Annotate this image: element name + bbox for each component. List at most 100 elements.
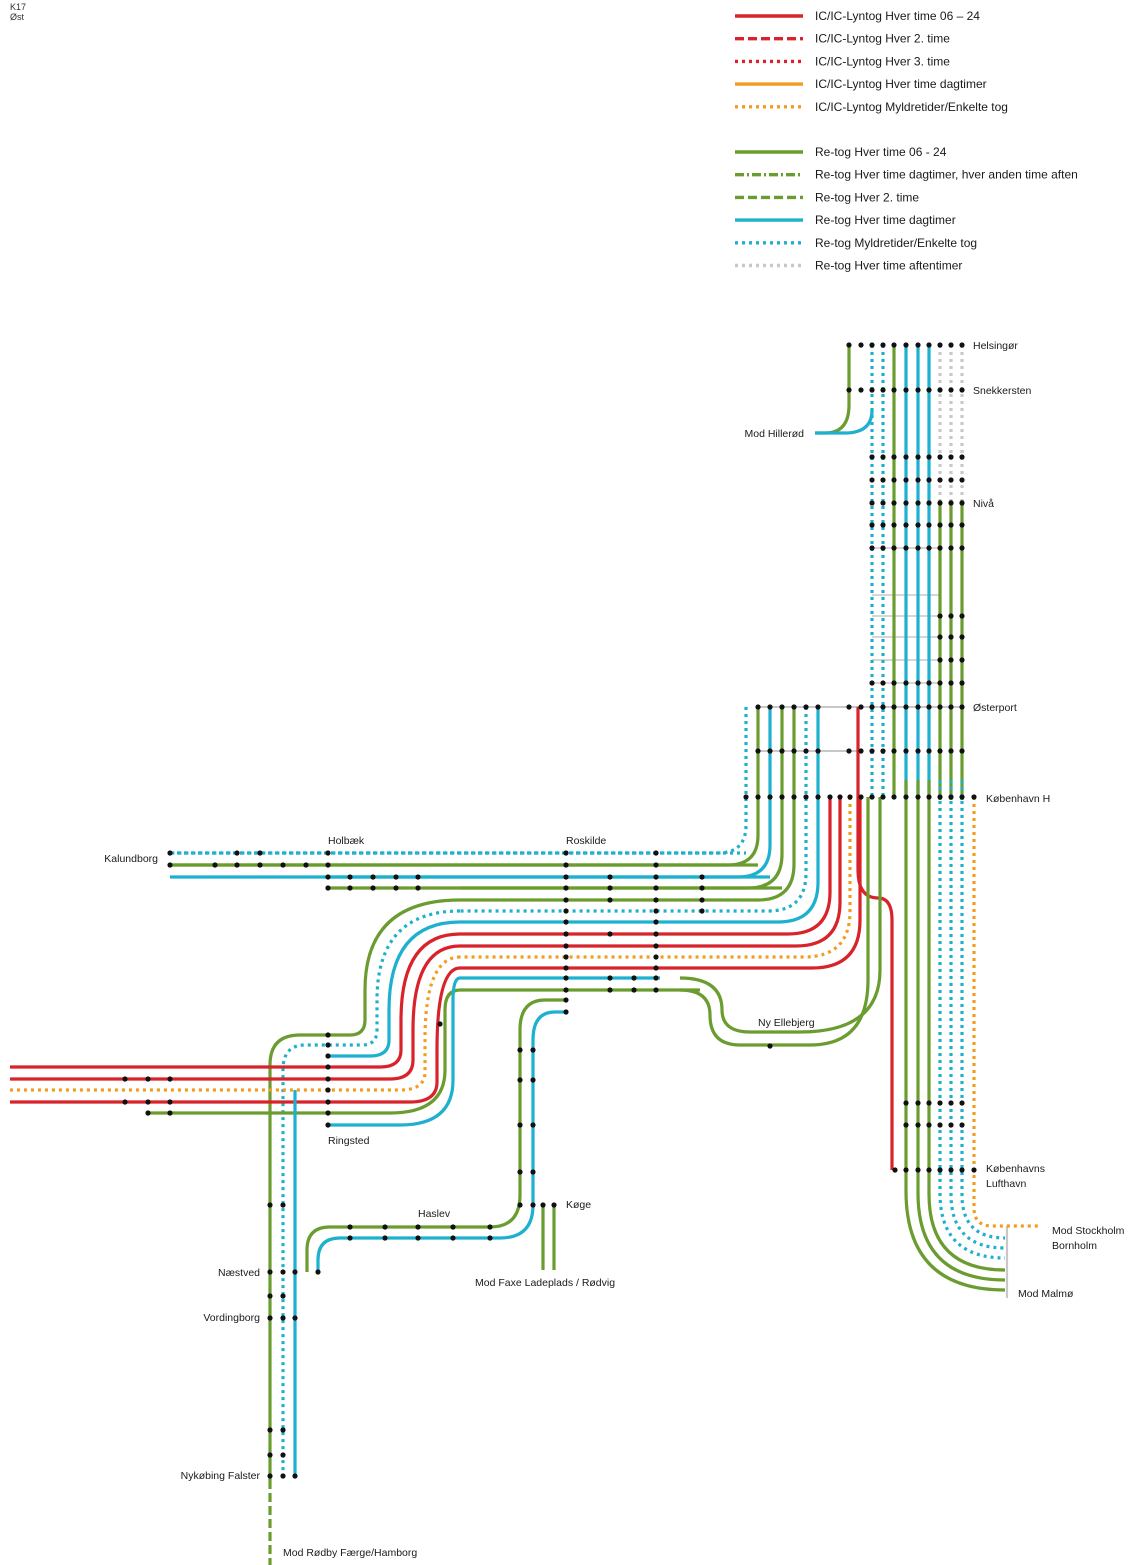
stop-dot	[292, 1315, 298, 1321]
stop-dot	[926, 454, 932, 460]
station-snekkersten[interactable]: Snekkersten	[973, 385, 1032, 397]
stop-dot	[607, 931, 613, 937]
station-nykobing[interactable]: Nykøbing Falster	[181, 1470, 261, 1482]
stop-dot	[280, 1427, 286, 1433]
station-holbaek[interactable]: Holbæk	[328, 835, 365, 847]
route-line	[10, 955, 461, 1092]
route-line	[460, 797, 862, 970]
station-osterport[interactable]: Østerport	[973, 702, 1017, 714]
station-kalundborg[interactable]: Kalundborg	[104, 853, 158, 865]
stop-dot	[530, 1169, 536, 1175]
stop-dot	[267, 1452, 273, 1458]
stop-dot	[267, 1202, 273, 1208]
stop-dot	[325, 1053, 331, 1059]
station-kobenhavn-h[interactable]: København H	[986, 793, 1050, 805]
stop-dot	[858, 748, 864, 754]
station-helsingor[interactable]: Helsingør	[973, 340, 1018, 352]
station-mod-hillerod[interactable]: Mod Hillerød	[744, 428, 804, 440]
stop-dot	[699, 885, 705, 891]
stop-dot	[915, 477, 921, 483]
station-mod-malmo[interactable]: Mod Malmø	[1018, 1288, 1074, 1300]
map-code-region: Øst	[10, 12, 25, 22]
stop-dot	[563, 943, 569, 949]
stop-dot	[869, 500, 875, 506]
stop-dot	[880, 704, 886, 710]
station-ringsted[interactable]: Ringsted	[328, 1135, 370, 1147]
stop-dot	[891, 545, 897, 551]
stop-dot	[145, 1099, 151, 1105]
stop-dot	[563, 919, 569, 925]
stop-dot	[563, 965, 569, 971]
stop-dot	[280, 1452, 286, 1458]
stop-dot	[891, 680, 897, 686]
station-lufthavn-line1[interactable]: Københavns	[986, 1163, 1045, 1175]
stop-dot	[755, 748, 761, 754]
station-roskilde[interactable]: Roskilde	[566, 835, 606, 847]
stop-dot	[280, 1293, 286, 1299]
station-naestved[interactable]: Næstved	[218, 1267, 260, 1279]
stop-dot	[303, 862, 309, 868]
stop-dot	[948, 657, 954, 663]
legend-item-label: IC/IC-Lyntog Myldretider/Enkelte tog	[815, 100, 1008, 114]
stop-dot	[563, 975, 569, 981]
stop-dot	[915, 454, 921, 460]
stop-dot	[393, 874, 399, 880]
stop-dot	[959, 634, 965, 640]
stop-dot	[903, 748, 909, 754]
legend-item-label: Re-tog Hver time 06 - 24	[815, 145, 947, 159]
stop-dot	[415, 1224, 421, 1230]
stop-dot	[869, 477, 875, 483]
station-mod-stockholm-line1[interactable]: Mod Stockholm	[1052, 1225, 1125, 1237]
stop-dot	[959, 704, 965, 710]
stop-dot	[880, 342, 886, 348]
stop-dot	[915, 1100, 921, 1106]
stop-dot	[292, 1269, 298, 1275]
stop-dot	[937, 634, 943, 640]
stop-dot	[325, 1076, 331, 1082]
stop-dot	[869, 748, 875, 754]
legend-item-label: Re-tog Hver time dagtimer, hver anden ti…	[815, 168, 1078, 182]
station-ny-ellebjerg[interactable]: Ny Ellebjerg	[758, 1017, 815, 1029]
stop-dot	[915, 500, 921, 506]
stop-dot	[563, 862, 569, 868]
stop-dot	[926, 794, 932, 800]
station-mod-rodby[interactable]: Mod Rødby Færge/Hamborg	[283, 1547, 417, 1559]
stop-dot	[959, 1100, 965, 1106]
stop-dot	[959, 1122, 965, 1128]
stop-dot	[791, 748, 797, 754]
stop-dot	[653, 943, 659, 949]
stop-dot	[450, 1235, 456, 1241]
stop-dot	[653, 975, 659, 981]
stop-dot	[267, 1269, 273, 1275]
station-vordingborg[interactable]: Vordingborg	[203, 1312, 260, 1324]
stop-dot	[891, 342, 897, 348]
route-line	[281, 909, 461, 1475]
station-haslev[interactable]: Haslev	[418, 1208, 451, 1220]
stop-dot	[948, 545, 954, 551]
stop-dot	[653, 965, 659, 971]
stop-dot	[915, 680, 921, 686]
stop-dot	[903, 794, 909, 800]
route-line	[927, 780, 1006, 1272]
legend-item-label: IC/IC-Lyntog Hver time 06 – 24	[815, 9, 980, 23]
station-mod-faxe[interactable]: Mod Faxe Ladeplads / Rødvig	[475, 1277, 615, 1289]
route-line	[10, 966, 461, 1104]
stop-dot	[948, 1100, 954, 1106]
stop-dot	[948, 454, 954, 460]
station-lufthavn-line2: Lufthavn	[986, 1178, 1026, 1190]
stop-dot	[915, 342, 921, 348]
stop-dot	[891, 500, 897, 506]
stop-dot	[325, 1042, 331, 1048]
stop-dot	[653, 954, 659, 960]
stop-dot	[257, 850, 263, 856]
station-koge[interactable]: Køge	[566, 1199, 591, 1211]
stop-dot	[959, 613, 965, 619]
route-line	[268, 898, 461, 1480]
stop-dot	[926, 500, 932, 506]
station-niva[interactable]: Nivå	[973, 498, 994, 510]
stop-dot	[791, 704, 797, 710]
stop-dot	[903, 454, 909, 460]
stop-dot	[325, 874, 331, 880]
stop-dot	[937, 522, 943, 528]
stop-dot	[880, 522, 886, 528]
